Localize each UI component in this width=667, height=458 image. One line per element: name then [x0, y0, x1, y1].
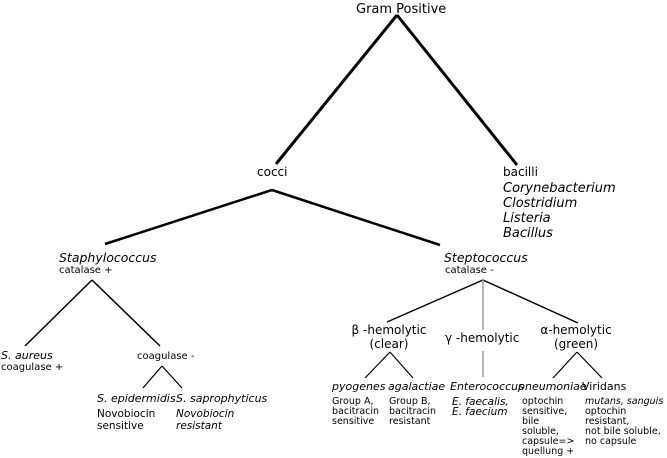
detail-line: quellung +	[522, 446, 575, 457]
detail-line: resistant	[389, 416, 431, 427]
steptococcus-label: Steptococcus	[444, 250, 528, 265]
genus-clostridium: Clostridium	[503, 196, 578, 211]
detail-line: optochin	[585, 406, 627, 417]
s-epidermidis-label: S. epidermidis	[97, 392, 176, 405]
viridans-species: mutans, sanguis	[585, 396, 664, 407]
detail-line: not bile soluble,	[585, 426, 661, 437]
detail-line: Group B,	[389, 396, 431, 407]
beta-hemolytic-label: β -hemolytic (clear)	[347, 323, 431, 351]
cocci-label: cocci	[257, 165, 288, 179]
hemolytic-type: β -hemolytic	[351, 323, 427, 337]
detail-line: bacitracin	[332, 406, 380, 417]
viridans-label: Viridans	[582, 380, 627, 393]
s-saprophyticus-detail: Novobiocin resistant	[176, 408, 235, 432]
pyogenes-detail: Group A, bacitracin sensitive	[332, 397, 379, 427]
agalactiae-label: agalactiae	[388, 380, 446, 393]
detail-line: Novobiocin	[97, 408, 156, 420]
detail-line: E. faecalis,	[452, 396, 509, 408]
bacilli-label: bacilli	[503, 165, 538, 179]
genus-listeria: Listeria	[503, 211, 551, 226]
pyogenes-label: pyogenes	[332, 380, 386, 393]
enterococcus-detail: E. faecalis, E. faecium	[452, 396, 509, 418]
detail-line: resistant	[176, 419, 222, 432]
genus-corynebacterium: Corynebacterium	[503, 181, 616, 196]
agalactiae-detail: Group B, bacitracin resistant	[389, 397, 436, 427]
hemolytic-sub: (clear)	[369, 336, 409, 351]
s-aureus-coagulase-label: coagulase +	[1, 362, 64, 373]
detail-line: E. faecium	[452, 406, 508, 418]
detail-line: optochin	[522, 396, 564, 407]
gamma-hemolytic-label: γ -hemolytic	[445, 331, 520, 345]
alpha-hemolytic-label: α-hemolytic (green)	[534, 323, 618, 351]
s-aureus-label: S. aureus	[1, 349, 53, 362]
detail-line: bile	[522, 416, 540, 427]
detail-line: sensitive,	[522, 406, 568, 417]
detail-line: sensitive	[97, 419, 144, 432]
pneumoniae-detail: optochin sensitive, bile soluble, capsul…	[522, 397, 574, 457]
hemolytic-type: α-hemolytic	[540, 323, 612, 337]
detail-line: bacitracin	[389, 406, 437, 417]
detail-line: soluble,	[522, 426, 559, 437]
enterococcus-label: Enterococcus	[450, 380, 524, 393]
detail-line: Group A,	[332, 396, 374, 407]
detail-line: resistant,	[585, 416, 630, 427]
pneumoniae-label: pneumoniae	[518, 380, 587, 393]
detail-line: capsule=>	[522, 436, 575, 447]
s-epidermidis-detail: Novobiocin sensitive	[97, 408, 156, 432]
staphylococcus-catalase-label: catalase +	[59, 265, 113, 276]
detail-line: no capsule	[585, 436, 637, 447]
staphylococcus-label: Staphylococcus	[59, 250, 157, 265]
genus-bacillus: Bacillus	[503, 226, 553, 241]
coagulase-negative-label: coagulase -	[137, 351, 195, 362]
detail-line: sensitive	[332, 416, 375, 427]
root-gram-positive-label: Gram Positive	[356, 2, 447, 17]
s-saprophyticus-label: S. saprophyticus	[176, 392, 268, 405]
detail-line: Novobiocin	[176, 408, 235, 420]
hemolytic-sub: (green)	[553, 336, 599, 351]
steptococcus-catalase-label: catalase -	[445, 265, 494, 276]
viridans-detail: mutans, sanguis optochin resistant, not …	[585, 397, 663, 447]
bacilli-genera-list: Corynebacterium Clostridium Listeria Bac…	[503, 181, 616, 241]
